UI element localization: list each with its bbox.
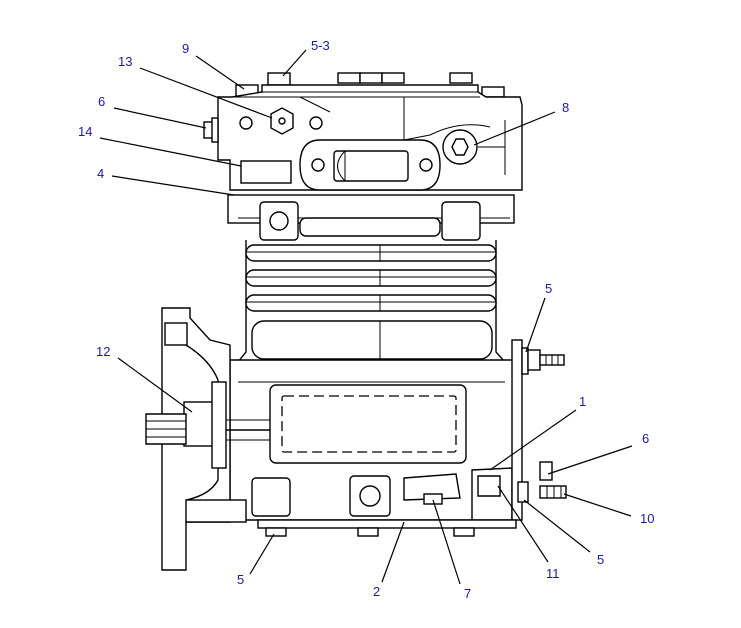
- callout-8: 8: [562, 100, 569, 115]
- callout-labels: 9 5-3 13 6 14 4 8 5 12 1 6 10 5 11 7 2 5: [78, 38, 654, 601]
- callout-6-right: 6: [642, 431, 649, 446]
- callout-5-3: 5-3: [311, 38, 330, 53]
- stud-nut: [527, 349, 541, 371]
- head-nut: [270, 107, 294, 135]
- side-bolt: [211, 117, 219, 143]
- head-bolt: [337, 72, 361, 84]
- callout-5-right-bottom: 5: [597, 552, 604, 567]
- crankcase: [145, 307, 529, 571]
- leader-lines: [99, 49, 633, 585]
- callout-13: 13: [118, 54, 132, 69]
- callout-10: 10: [640, 511, 654, 526]
- stud-10: [539, 485, 567, 499]
- callout-9: 9: [182, 41, 189, 56]
- identification-plate: [240, 160, 292, 184]
- callout-5-bottom: 5: [237, 572, 244, 587]
- callout-4: 4: [97, 166, 104, 181]
- cylinder-block: [237, 240, 506, 382]
- callout-11: 11: [546, 566, 560, 581]
- base-plate: [257, 519, 517, 529]
- head-bolt: [449, 72, 473, 84]
- callout-14: 14: [78, 124, 92, 139]
- callout-1: 1: [579, 394, 586, 409]
- callout-12: 12: [96, 344, 110, 359]
- head-bolt: [359, 72, 383, 84]
- callout-6-top: 6: [98, 94, 105, 109]
- right-fasteners: [517, 349, 567, 503]
- head-flange: [227, 194, 515, 241]
- cylinder-head: [203, 72, 523, 191]
- callout-5-right-top: 5: [545, 281, 552, 296]
- oil-fitting: [403, 473, 461, 501]
- bolt-6: [539, 461, 553, 481]
- head-bolt: [267, 72, 291, 86]
- head-bolt: [481, 86, 505, 98]
- callout-2: 2: [373, 584, 380, 599]
- head-bolt: [381, 72, 405, 84]
- drive-gear: [211, 381, 227, 469]
- washer-5: [517, 481, 529, 503]
- callout-7: 7: [464, 586, 471, 601]
